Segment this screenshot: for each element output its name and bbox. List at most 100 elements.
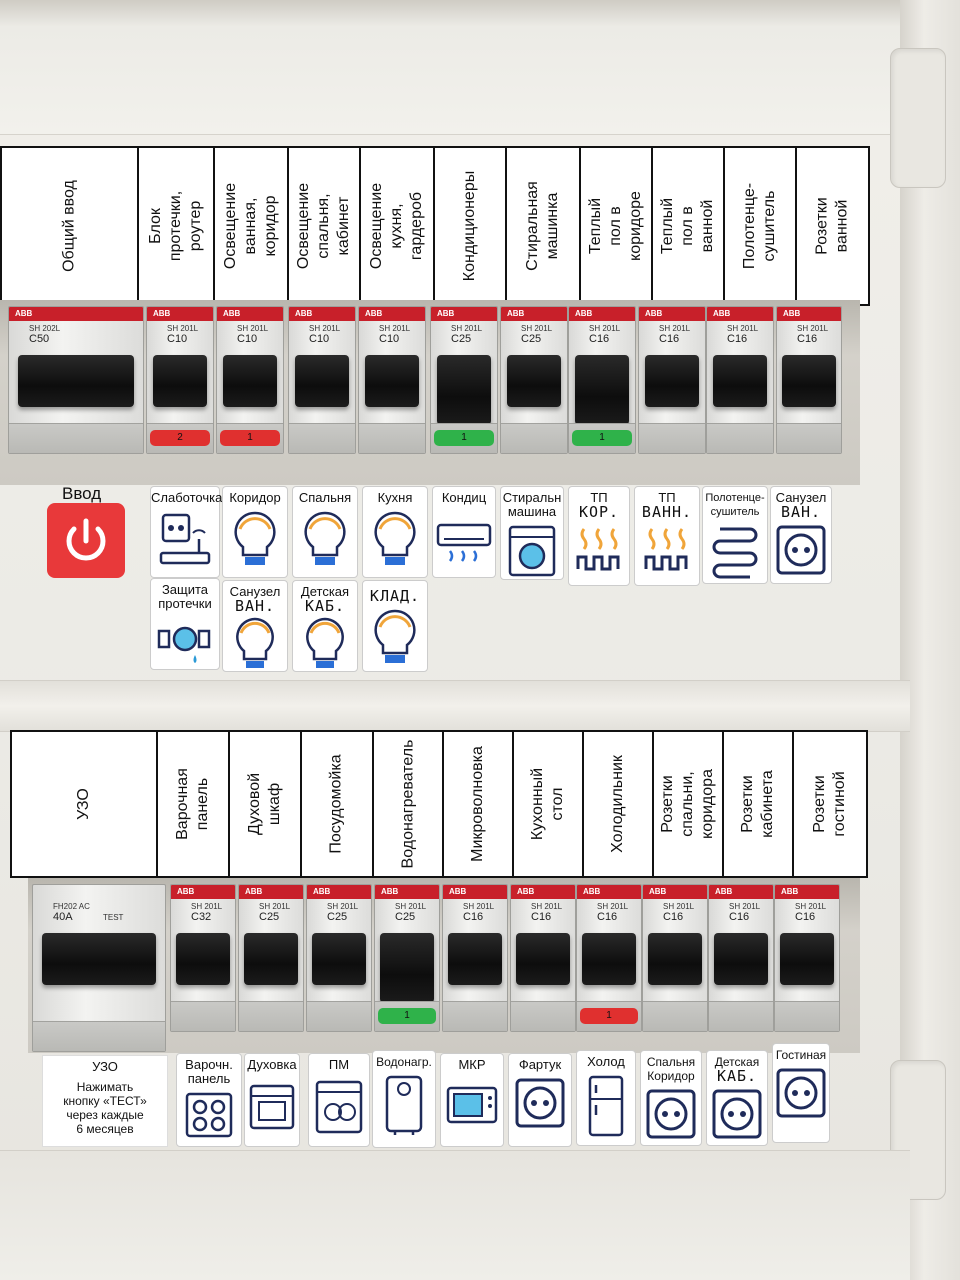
- label-polotence: Полотенце- сушитель: [702, 486, 768, 584]
- label-detskaya: Детская КАБ.: [292, 580, 358, 672]
- label-spalnya: Спальня: [292, 486, 358, 578]
- breaker-lever[interactable]: [713, 355, 767, 407]
- breaker-lever[interactable]: [312, 933, 366, 985]
- breaker-lever[interactable]: [365, 355, 419, 407]
- card-title: Полотенце- сушитель: [705, 492, 765, 518]
- panel-top-lip: [0, 0, 960, 135]
- circuit-label: Блок протечки, роутер: [147, 190, 204, 262]
- brand-strip: ABB: [709, 885, 773, 899]
- label-holod: Холод: [576, 1050, 636, 1146]
- circuit-label: Розетки гостиной: [811, 771, 848, 837]
- breaker-model: SH 201L: [167, 324, 199, 333]
- breaker-rating: C25: [395, 911, 416, 923]
- breaker-base: [777, 423, 841, 453]
- card-title: ТП: [590, 490, 608, 505]
- breaker-lever[interactable]: [582, 933, 636, 985]
- uzo-instruction: Нажимать кнопку «ТЕСТ» через каждые 6 ме…: [63, 1080, 147, 1136]
- card-title: УЗО: [92, 1059, 118, 1074]
- breaker-model: SH 201L: [327, 902, 359, 911]
- card-title: Санузел: [775, 490, 827, 505]
- brand-strip: ABB: [775, 885, 839, 899]
- brand-strip: ABB: [375, 885, 439, 899]
- card-title: Слаботочка: [151, 490, 223, 505]
- heated-floor-icon: [644, 528, 688, 571]
- brand-strip: ABB: [289, 307, 355, 321]
- breaker-lever[interactable]: [437, 355, 491, 425]
- breaker-lever[interactable]: [18, 355, 134, 407]
- breaker-rating: C16: [463, 911, 484, 923]
- label-sanuzel: Санузел ВАН.: [770, 486, 832, 584]
- card-title: Стиральн машина: [502, 490, 562, 519]
- breaker-lever[interactable]: [244, 933, 298, 985]
- label-cell: Стиральная машинка: [507, 148, 581, 304]
- breaker-lever[interactable]: [295, 355, 349, 407]
- breaker-base: [643, 1001, 707, 1031]
- circuit-label: Теплый пол в коридоре: [587, 191, 644, 261]
- brand-strip: ABB: [777, 307, 841, 321]
- breaker-base: [171, 1001, 235, 1031]
- breaker-lever[interactable]: [648, 933, 702, 985]
- brand-logo: ABB: [575, 309, 593, 318]
- label-cell: Розетки кабинета: [724, 732, 794, 876]
- breaker-rating: C16: [795, 911, 816, 923]
- brand-logo: ABB: [517, 887, 535, 896]
- circuit-label: Водонагреватель: [399, 739, 416, 869]
- water-heater-icon: [385, 1075, 423, 1135]
- card-title: Защита протечки: [158, 582, 212, 611]
- breaker-rating: C25: [521, 333, 542, 345]
- card-title: Детская: [300, 584, 350, 599]
- breaker-lever[interactable]: [42, 933, 156, 985]
- breaker-lever[interactable]: [645, 355, 699, 407]
- brand-logo: ABB: [783, 309, 801, 318]
- brand-strip: ABB: [569, 307, 635, 321]
- brand-logo: ABB: [365, 309, 383, 318]
- label-uzo: УЗО Нажимать кнопку «ТЕСТ» через каждые …: [42, 1055, 168, 1147]
- breaker-lever[interactable]: [516, 933, 570, 985]
- label-spalnya-koridor: Спальня Коридор: [640, 1050, 702, 1146]
- circuit-label: Освещение кухня, гардероб: [368, 182, 425, 270]
- label-cell: Духовой шкаф: [230, 732, 302, 876]
- fridge-icon: [588, 1075, 624, 1137]
- handwritten-note: КАБ.: [716, 1067, 758, 1085]
- breaker-lever[interactable]: [153, 355, 207, 407]
- bulb-icon: [374, 609, 416, 663]
- card-title: Варочн. панель: [185, 1057, 233, 1086]
- breaker-model: SH 201L: [259, 902, 291, 911]
- breaker-lever[interactable]: [782, 355, 836, 407]
- breaker-rating: C16: [663, 911, 684, 923]
- brand-strip: ABB: [359, 307, 425, 321]
- circuit-label: Микроволновка: [469, 746, 486, 862]
- top-label-strip: Общий ввод Блок протечки, роутер Освещен…: [0, 146, 870, 306]
- label-varoch: Варочн. панель: [176, 1053, 242, 1147]
- breaker-model: SH 201L: [395, 902, 427, 911]
- breaker-base: [239, 1001, 303, 1031]
- breaker-model: SH 201L: [663, 902, 695, 911]
- breaker-lever[interactable]: [223, 355, 277, 407]
- label-pm: ПМ: [308, 1053, 370, 1147]
- breaker-base: [707, 423, 773, 453]
- breaker-base: [639, 423, 705, 453]
- label-tp-koridor: ТП КОР.: [568, 486, 630, 586]
- breaker-rating: C32: [191, 911, 212, 923]
- label-cell: Блок протечки, роутер: [139, 148, 215, 304]
- bulb-icon: [306, 617, 344, 668]
- circuit-label: Посудомойка: [328, 754, 345, 854]
- card-title: МКР: [458, 1057, 486, 1072]
- label-stiral: Стиральн машина: [500, 486, 564, 580]
- breaker-lever[interactable]: [507, 355, 561, 407]
- brand-strip: ABB: [501, 307, 567, 321]
- breaker-model: SH 201L: [237, 324, 269, 333]
- card-title: ПМ: [328, 1057, 350, 1072]
- label-slabotochka: Слаботочка: [150, 486, 223, 578]
- breaker-lever[interactable]: [714, 933, 768, 985]
- breaker-lever[interactable]: [448, 933, 502, 985]
- breaker-lever[interactable]: [780, 933, 834, 985]
- breaker-lever[interactable]: [176, 933, 230, 985]
- valve-icon: [157, 626, 211, 663]
- breaker-lever[interactable]: [575, 355, 629, 425]
- label-cell: Полотенце- сушитель: [725, 148, 797, 304]
- brand-logo: ABB: [153, 309, 171, 318]
- breaker-lever[interactable]: [380, 933, 434, 1003]
- label-cell: Общий ввод: [2, 148, 139, 304]
